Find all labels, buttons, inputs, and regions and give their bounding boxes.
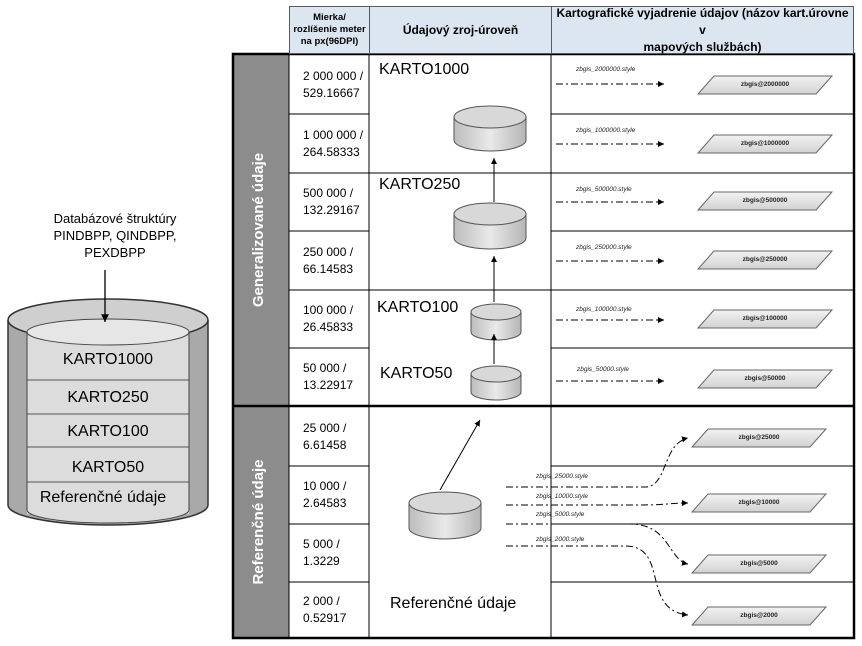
- scale-cell-5: 100 000 / 26.45833: [289, 290, 369, 348]
- group-label-generalized: Generalizované údaje: [250, 152, 267, 308]
- resolution-value: 13.22917: [303, 378, 354, 392]
- scale-value: 2 000 /: [303, 594, 340, 608]
- scale-value: 5 000 /: [303, 537, 340, 551]
- caption-line-1: Databázové štruktúry: [53, 211, 177, 226]
- header-scale-line-3: na px(96DPI): [300, 36, 359, 47]
- db-layer-karto1000: KARTO1000: [62, 351, 154, 368]
- header-scale: Mierka/ rozlíšenie meter na px(96DPI): [289, 6, 370, 54]
- resolution-value: 6.61458: [303, 438, 347, 452]
- resolution-value: 26.45833: [303, 320, 354, 334]
- caption-line-3: PEXDBPP: [84, 245, 146, 260]
- style-label-10000: zbgis_10000.style: [536, 493, 589, 500]
- resolution-value: 264.58333: [303, 144, 360, 159]
- source-karto1000: KARTO1000: [379, 61, 470, 78]
- header-source: Údajový zroj-úroveň: [369, 6, 552, 54]
- scale-value: 1 000 000 /: [303, 127, 364, 142]
- scale-value: 2 000 000 /: [303, 69, 364, 83]
- db-layer-reference: Referenčné údaje: [39, 489, 167, 506]
- header-carto: Kartografické vyjadrenie údajov (názov k…: [551, 6, 854, 54]
- layer-label-10000: zbgis@10000: [738, 499, 780, 506]
- header-scale-line-1: Mierka/: [313, 12, 346, 23]
- db-layer-karto100: KARTO100: [67, 423, 149, 440]
- scale-cell-9: 5 000 / 1.3229: [289, 524, 369, 582]
- scale-cell-2: 1 000 000 / 264.58333: [289, 114, 369, 173]
- scale-cell-4: 250 000 / 66.14583: [289, 231, 369, 290]
- style-label-100000: zbgis_100000.style: [576, 306, 632, 313]
- style-arrows: [506, 81, 689, 618]
- layer-label-1000000: zbgis@1000000: [740, 140, 790, 147]
- layer-label-2000000: zbgis@2000000: [740, 81, 790, 88]
- layer-label-25000: zbgis@25000: [738, 434, 780, 441]
- scale-value: 250 000 /: [303, 244, 354, 259]
- db-layer-karto250: KARTO250: [67, 389, 149, 406]
- style-label-25000: zbgis_25000.style: [536, 473, 589, 480]
- generalized-group-bar: [233, 54, 289, 406]
- scale-cell-8: 10 000 / 2.64583: [289, 466, 369, 524]
- style-label-500000: zbgis_500000.style: [576, 186, 632, 193]
- database-cylinder: [7, 270, 209, 526]
- header-carto-line-1: Kartografické vyjadrenie údajov (názov k…: [556, 5, 849, 37]
- source-cylinders: [408, 105, 527, 540]
- layer-shapes: [690, 75, 834, 626]
- style-label-5000: zbgis_5000.style: [536, 511, 585, 518]
- source-karto100: KARTO100: [377, 299, 459, 316]
- resolution-value: 0.52917: [303, 611, 347, 625]
- resolution-value: 66.14583: [303, 261, 354, 276]
- scale-value: 50 000 /: [303, 361, 347, 375]
- scale-value: 500 000 /: [303, 186, 354, 200]
- scale-value: 25 000 /: [303, 421, 347, 435]
- scale-cell-1: 2 000 000 / 529.16667: [289, 56, 369, 114]
- source-flow-arrows: [439, 158, 497, 491]
- source-karto50: KARTO50: [380, 365, 453, 382]
- style-label-250000: zbgis_250000.style: [576, 244, 632, 251]
- source-karto250: KARTO250: [379, 176, 461, 193]
- layer-label-5000: zbgis@5000: [740, 560, 778, 567]
- db-structure-caption: Databázové štruktúry PINDBPP, QINDBPP, P…: [20, 210, 210, 261]
- resolution-value: 2.64583: [303, 496, 347, 510]
- header-scale-line-2: rozlíšenie meter: [293, 24, 366, 35]
- scale-cell-3: 500 000 / 132.29167: [289, 173, 369, 231]
- scale-value: 100 000 /: [303, 303, 354, 317]
- style-label-50000: zbgis_50000.style: [577, 366, 630, 373]
- caption-line-2: PINDBPP, QINDBPP,: [53, 228, 177, 243]
- scale-value: 10 000 /: [303, 479, 347, 493]
- layer-label-500000: zbgis@500000: [742, 197, 788, 204]
- layer-label-50000: zbgis@50000: [744, 375, 786, 382]
- style-label-2000000: zbgis_2000000.style: [576, 66, 636, 73]
- resolution-value: 132.29167: [303, 203, 360, 217]
- db-layer-karto50: KARTO50: [71, 459, 145, 476]
- layer-label-2000: zbgis@2000: [740, 612, 778, 619]
- layer-label-100000: zbgis@100000: [742, 315, 788, 322]
- scale-cell-7: 25 000 / 6.61458: [289, 408, 369, 466]
- layer-label-250000: zbgis@250000: [742, 256, 788, 263]
- source-reference: Referenčné údaje: [390, 595, 517, 612]
- resolution-value: 1.3229: [303, 554, 340, 568]
- resolution-value: 529.16667: [303, 86, 360, 100]
- style-label-2000: zbgis_2000.style: [536, 536, 585, 543]
- group-label-reference: Referenčné údaje: [250, 459, 267, 585]
- scale-cell-6: 50 000 / 13.22917: [289, 348, 369, 406]
- reference-group-bar: [233, 406, 289, 638]
- header-carto-line-2: mapových službách): [643, 39, 762, 54]
- scale-cell-10: 2 000 / 0.52917: [289, 582, 369, 638]
- style-label-1000000: zbgis_1000000.style: [576, 127, 636, 134]
